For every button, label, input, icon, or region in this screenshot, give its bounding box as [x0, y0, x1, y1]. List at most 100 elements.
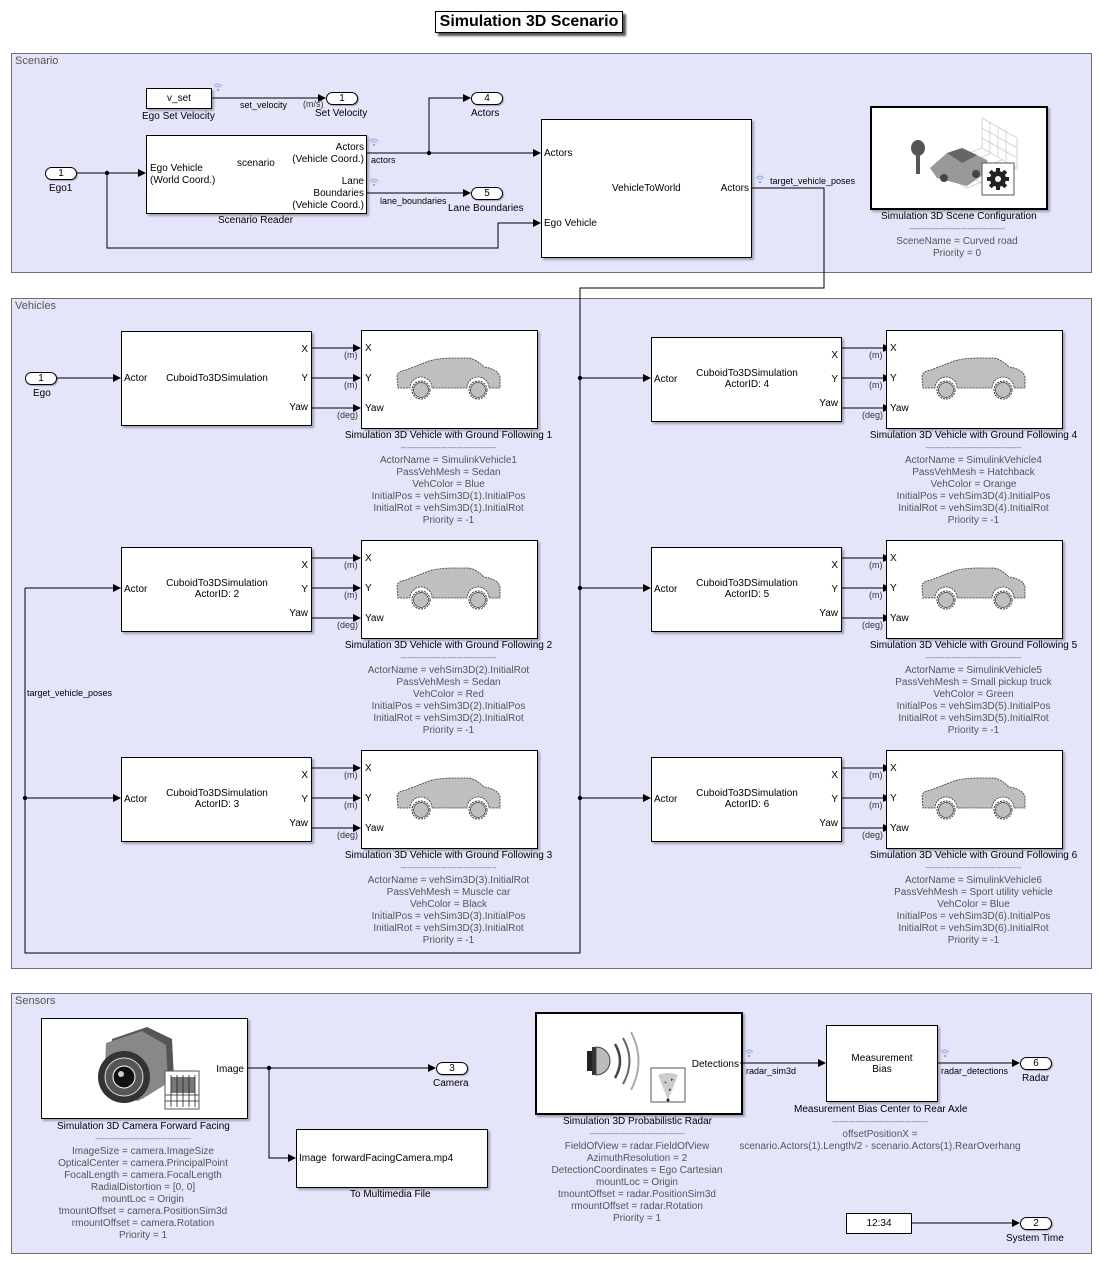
- annotation-line: Priority = -1: [947, 935, 1000, 946]
- annotation-line: ImageSize = camera.ImageSize: [71, 1146, 214, 1157]
- area-scenario-label: Scenario: [15, 55, 59, 67]
- inport-ego[interactable]: 1: [25, 372, 57, 385]
- to-multimedia-file-block[interactable]: Image forwardFacingCamera.mp4: [296, 1129, 488, 1188]
- outport-set-velocity[interactable]: 1: [326, 92, 358, 105]
- annotation-line: Priority = 0: [932, 248, 982, 259]
- vehicle-in-yaw: Yaw: [890, 403, 909, 414]
- multimedia-file-name: forwardFacingCamera.mp4: [332, 1153, 454, 1164]
- scenario-reader-label: Scenario Reader: [218, 215, 294, 226]
- inport-ego1[interactable]: 1: [45, 167, 77, 180]
- cuboid-text-line: CuboidTo3DSimulation: [696, 787, 798, 799]
- cuboid-out-y: Y: [301, 793, 308, 805]
- unit-yaw: (deg): [862, 830, 884, 840]
- annotation-line: VehColor = Red: [413, 689, 484, 700]
- vehicle-annotation: ----------------------------------------…: [846, 443, 1101, 527]
- annotation-line: RadialDistortion = [0, 0]: [90, 1182, 196, 1193]
- annotation-line: FocalLength = camera.FocalLength: [64, 1170, 222, 1181]
- vehicle-in-y: Y: [365, 583, 372, 594]
- port-label: Lane: [341, 176, 364, 187]
- vehicle-in-x: X: [365, 553, 372, 564]
- vehicle-to-world-block[interactable]: Actors Ego Vehicle VehicleToWorld Actors: [541, 119, 752, 258]
- cuboid-out-x: X: [301, 770, 308, 781]
- car-icon: [396, 357, 501, 400]
- cuboid-out-yaw: Yaw: [289, 402, 308, 413]
- annotation-line: offsetPositionX =: [842, 1129, 918, 1140]
- svg-text:+: +: [664, 1080, 667, 1086]
- radar-block[interactable]: + ▸ ▸ Detections: [535, 1012, 743, 1115]
- cuboid-text-line: CuboidTo3DSimulation: [166, 372, 268, 384]
- outport-set-velocity-label: Set Velocity: [315, 108, 368, 119]
- annotation-separator: ----------------------------------------…: [909, 226, 1005, 233]
- annotation-line: InitialPos = vehSim3D(3).InitialPos: [371, 911, 526, 922]
- annotation-line: mountLoc = Origin: [596, 1177, 678, 1188]
- annotation-separator: ----------------------------------------…: [832, 1119, 928, 1126]
- annotation-line: PassVehMesh = Sedan: [396, 677, 501, 688]
- measurement-bias-label: Measurement Bias Center to Rear Axle: [794, 1104, 968, 1115]
- measurement-bias-center: Measurement Bias: [827, 1053, 937, 1075]
- outport-system-time[interactable]: 2: [1020, 1217, 1052, 1230]
- scene-configuration-block[interactable]: [870, 106, 1048, 210]
- cuboid-out-yaw: Yaw: [289, 818, 308, 829]
- cuboid-out-x: X: [831, 560, 838, 571]
- port-label: Actors: [335, 142, 364, 153]
- unit-y: (m): [869, 590, 883, 600]
- camera-icon: [98, 1027, 200, 1110]
- ego-set-velocity-label: Ego Set Velocity: [142, 111, 215, 122]
- cuboid-out-y: Y: [301, 372, 308, 384]
- vehicle-in-x: X: [890, 343, 897, 354]
- vehicle-to-world-in-ego: Ego Vehicle: [544, 218, 597, 229]
- vehicle-ground-following-block[interactable]: X Y Yaw: [361, 540, 538, 639]
- measurement-bias-block[interactable]: Measurement Bias: [826, 1025, 938, 1102]
- scenario-reader-center: scenario: [237, 158, 275, 169]
- annotation-line: InitialRot = vehSim3D(2).InitialRot: [373, 713, 524, 724]
- ego-set-velocity-value: v_set: [167, 93, 191, 104]
- annotation-separator: ----------------------------------------…: [925, 865, 1022, 872]
- outport-radar[interactable]: 6: [1020, 1057, 1052, 1070]
- vehicle-block-label: Simulation 3D Vehicle with Ground Follow…: [869, 640, 1078, 651]
- ego-set-velocity-block[interactable]: v_set: [146, 88, 212, 109]
- inport-ego1-label: Ego1: [49, 183, 73, 194]
- vehicle-annotation: ----------------------------------------…: [846, 653, 1101, 737]
- vehicle-annotation: ----------------------------------------…: [846, 863, 1101, 947]
- wireless-signal-icon: [369, 138, 379, 147]
- block-text: Bias: [872, 1064, 892, 1075]
- annotation-line: VehColor = Green: [933, 689, 1014, 700]
- to-multimedia-file-label: To Multimedia File: [350, 1189, 431, 1200]
- annotation-line: PassVehMesh = Sport utility vehicle: [894, 887, 1053, 898]
- unit-yaw: (deg): [862, 410, 884, 420]
- unit-y: (m): [344, 800, 358, 810]
- annotation-line: Priority = -1: [947, 725, 1000, 736]
- radar-annotation: ----------------------------------------…: [517, 1129, 757, 1225]
- outport-camera[interactable]: 3: [436, 1062, 468, 1075]
- annotation-separator: ----------------------------------------…: [400, 865, 497, 872]
- port-label: (Vehicle Coord.): [292, 154, 364, 165]
- cuboid-text-line: CuboidTo3DSimulation: [696, 577, 798, 589]
- system-clock-block[interactable]: 12:34: [846, 1213, 912, 1234]
- cuboid-out-y: Y: [831, 583, 838, 595]
- scenario-reader-block[interactable]: Ego Vehicle (World Coord.) scenario Acto…: [146, 135, 367, 214]
- wireless-signal-icon: [755, 175, 765, 184]
- annotation-separator: ----------------------------------------…: [925, 655, 1022, 662]
- vehicle-in-x: X: [890, 553, 897, 564]
- annotation-line: FieldOfView = radar.FieldOfView: [564, 1141, 710, 1152]
- outport-lane-boundaries[interactable]: 5: [471, 187, 503, 200]
- unit-y: (m): [344, 380, 358, 390]
- camera-block[interactable]: Image: [41, 1018, 248, 1119]
- annotation-line: Priority = -1: [947, 515, 1000, 526]
- outport-actors[interactable]: 4: [471, 92, 503, 105]
- vehicle-in-yaw: Yaw: [365, 613, 384, 624]
- vehicle-in-yaw: Yaw: [365, 823, 384, 834]
